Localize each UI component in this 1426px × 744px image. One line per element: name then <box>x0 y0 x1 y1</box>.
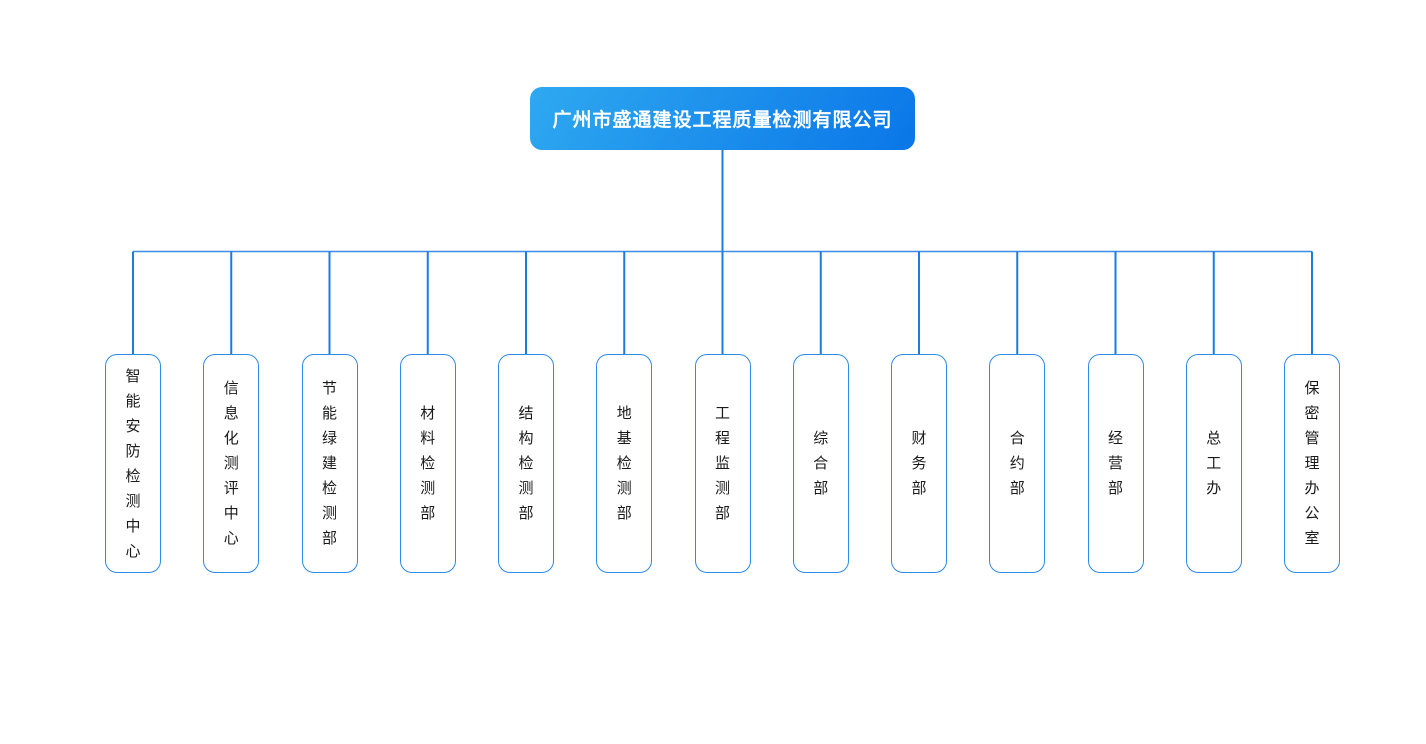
department-label-char: 务 <box>911 455 927 472</box>
department-label-char: 能 <box>125 392 141 410</box>
department-label-char: 息 <box>223 405 239 422</box>
department-label: 智能安防检测中心 <box>125 364 140 564</box>
department-box-2: 信息化测评中心 <box>203 354 260 573</box>
department-label-char: 监 <box>714 455 730 472</box>
department-box-3: 节能绿建检测部 <box>301 354 358 573</box>
department-label-char: 心 <box>223 530 239 547</box>
root-node: 广州市盛通建设工程质量检测有限公司 <box>530 87 915 150</box>
department-box-1: 智能安防检测中心 <box>105 354 161 573</box>
department-label-char: 基 <box>616 430 632 447</box>
department-label: 总工办 <box>1206 426 1221 501</box>
department-box-4: 材料检测部 <box>399 354 456 573</box>
department-label-char: 防 <box>125 442 141 460</box>
department-label-char: 办 <box>1206 480 1222 497</box>
department-label: 材料检测部 <box>420 401 435 526</box>
department-label-char: 财 <box>911 430 927 447</box>
department-label-char: 总 <box>1206 430 1222 447</box>
department-label-char: 营 <box>1107 455 1123 472</box>
department-label-char: 检 <box>321 480 337 497</box>
department-label-char: 节 <box>321 380 337 397</box>
department-label-char: 绿 <box>321 430 337 447</box>
department-label-char: 综 <box>813 430 829 447</box>
department-box-9: 财务部 <box>891 354 947 573</box>
department-label-char: 部 <box>1107 480 1123 497</box>
department-box-13: 保密管理办公室 <box>1284 354 1340 573</box>
department-box-6: 地基检测部 <box>596 354 653 573</box>
department-label: 经营部 <box>1108 426 1123 501</box>
department-label-char: 检 <box>420 455 436 472</box>
department-label-char: 安 <box>125 417 141 435</box>
department-label: 综合部 <box>813 426 828 501</box>
department-label-char: 部 <box>321 530 337 547</box>
department-label-char: 检 <box>616 455 632 472</box>
department-label-char: 部 <box>1009 480 1025 497</box>
department-label-char: 经 <box>1107 430 1123 447</box>
department-box-5: 结构检测部 <box>498 354 554 573</box>
department-label-char: 理 <box>1304 455 1320 472</box>
department-label-char: 测 <box>714 480 730 497</box>
department-label-char: 能 <box>321 405 337 422</box>
department-label-char: 管 <box>1304 430 1320 447</box>
department-row: 智能安防检测中心信息化测评中心节能绿建检测部材料检测部结构检测部地基检测部工程监… <box>105 354 1340 573</box>
department-label-char: 检 <box>518 455 534 472</box>
department-label-char: 评 <box>223 480 239 497</box>
department-box-10: 合约部 <box>989 354 1046 573</box>
department-label-char: 保 <box>1304 380 1320 397</box>
department-label-char: 部 <box>420 505 436 522</box>
department-label-char: 室 <box>1304 530 1320 547</box>
department-label-char: 工 <box>714 405 730 422</box>
department-label-char: 部 <box>518 505 534 522</box>
department-label-char: 测 <box>616 480 632 497</box>
department-label-char: 中 <box>125 517 141 535</box>
department-label-char: 化 <box>223 430 239 447</box>
department-label: 合约部 <box>1010 426 1025 501</box>
department-label: 节能绿建检测部 <box>322 376 337 551</box>
department-label-char: 部 <box>714 505 730 522</box>
department-label-char: 程 <box>714 430 730 447</box>
department-label-char: 检 <box>125 467 141 485</box>
root-node-label: 广州市盛通建设工程质量检测有限公司 <box>552 110 893 131</box>
department-label-char: 部 <box>616 505 632 522</box>
department-label-char: 测 <box>125 492 141 510</box>
department-box-12: 总工办 <box>1185 354 1242 573</box>
department-label-char: 材 <box>420 405 436 422</box>
department-label-char: 合 <box>813 455 829 472</box>
department-label-char: 部 <box>911 480 927 497</box>
department-box-11: 经营部 <box>1087 354 1144 573</box>
department-label-char: 合 <box>1009 430 1025 447</box>
department-label-char: 结 <box>518 405 534 422</box>
department-label-char: 测 <box>321 505 337 522</box>
department-label-char: 约 <box>1009 455 1025 472</box>
department-label-char: 公 <box>1304 505 1320 522</box>
department-box-8: 综合部 <box>792 354 849 573</box>
department-label: 结构检测部 <box>518 401 533 526</box>
department-label-char: 料 <box>420 430 436 447</box>
department-label: 财务部 <box>911 426 926 501</box>
department-label-char: 测 <box>518 480 534 497</box>
department-label-char: 部 <box>813 480 829 497</box>
department-label-char: 密 <box>1304 405 1320 422</box>
department-label: 信息化测评中心 <box>224 376 239 551</box>
department-label-char: 测 <box>223 455 239 472</box>
department-label: 工程监测部 <box>715 401 730 526</box>
department-label: 地基检测部 <box>617 401 632 526</box>
department-label-char: 地 <box>616 405 632 422</box>
department-label: 保密管理办公室 <box>1304 376 1319 551</box>
department-label-char: 办 <box>1304 480 1320 497</box>
department-label-char: 智 <box>125 367 141 385</box>
department-box-7: 工程监测部 <box>694 354 751 573</box>
department-label-char: 建 <box>321 455 337 472</box>
department-label-char: 心 <box>125 542 141 560</box>
department-label-char: 构 <box>518 430 534 447</box>
department-label-char: 中 <box>223 505 239 522</box>
department-label-char: 工 <box>1206 455 1222 472</box>
department-label-char: 信 <box>223 380 239 397</box>
department-label-char: 测 <box>420 480 436 497</box>
